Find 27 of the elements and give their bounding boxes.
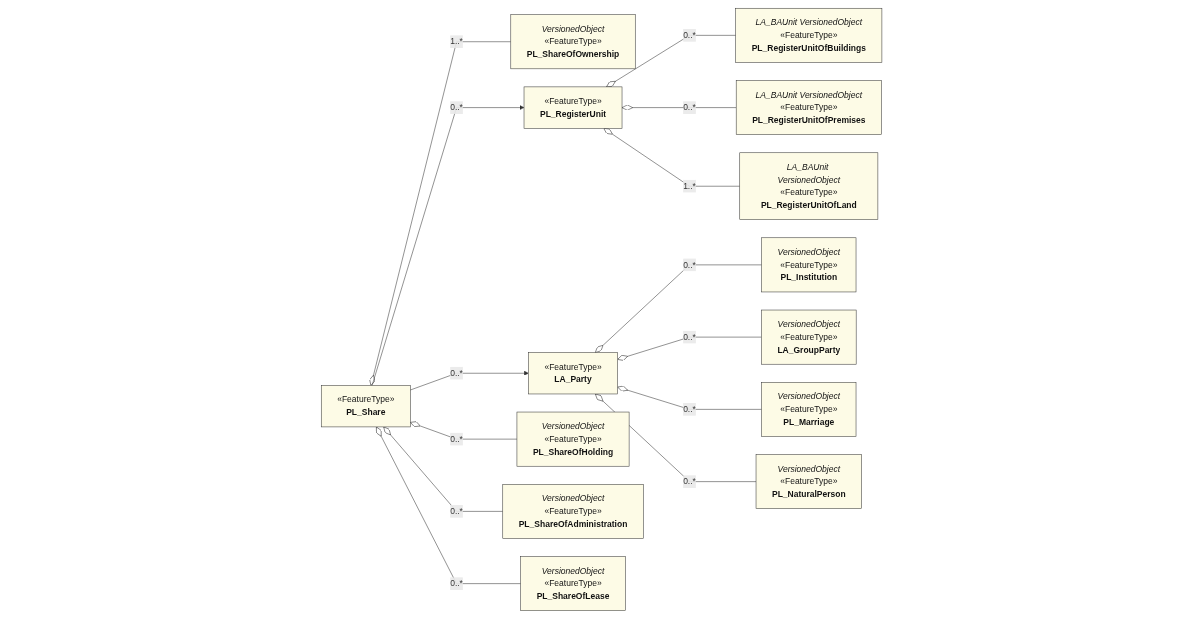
node-box: VersionedObject «FeatureType» PL_ShareOfOwnership: [510, 14, 636, 70]
edge-label: 0..*: [683, 30, 696, 40]
node-box: LA_BAUnit VersionedObject «FeatureType» PL_RegisterUnitOfPremises: [735, 80, 882, 135]
node-box: VersionedObject «FeatureType» PL_ShareOfLease: [520, 556, 626, 611]
edge-label: 0..*: [683, 102, 696, 112]
node-box: «FeatureType» PL_RegisterUnit: [523, 86, 623, 129]
edge-label: 0..*: [450, 434, 463, 444]
edge-label: 1..*: [683, 181, 696, 191]
edge-label: 0..*: [450, 102, 463, 112]
node-box: VersionedObject «FeatureType» PL_Institution: [761, 237, 857, 293]
edge-label: 0..*: [683, 404, 696, 414]
node-box: «FeatureType» LA_Party: [528, 352, 618, 395]
node-box: VersionedObject «FeatureType» PL_NaturalPerson: [755, 454, 862, 509]
node-box: «FeatureType» PL_Share: [320, 385, 411, 428]
edge-label: 0..*: [683, 260, 696, 270]
edge-label: 0..*: [683, 332, 696, 342]
node-box: VersionedObject «FeatureType» PL_Marriage: [761, 382, 857, 437]
node-box: VersionedObject «FeatureType» LA_GroupParty: [761, 309, 857, 365]
node-box: LA_BAUnit VersionedObject «FeatureType» PL_RegisterUnitOfBuildings: [735, 8, 883, 63]
edge-label: 0..*: [450, 506, 463, 516]
node-box: LA_BAUnit VersionedObject «FeatureType» PL_RegisterUnitOfLand: [739, 152, 879, 220]
edge-label: 0..*: [683, 476, 696, 486]
edge-label: 1..*: [450, 36, 463, 46]
node-box: VersionedObject «FeatureType» PL_ShareOfHolding: [516, 411, 630, 467]
edge-label: 0..*: [450, 578, 463, 588]
node-box: VersionedObject «FeatureType» PL_ShareOfAdministration: [502, 484, 644, 539]
edge-label: 0..*: [450, 368, 463, 378]
